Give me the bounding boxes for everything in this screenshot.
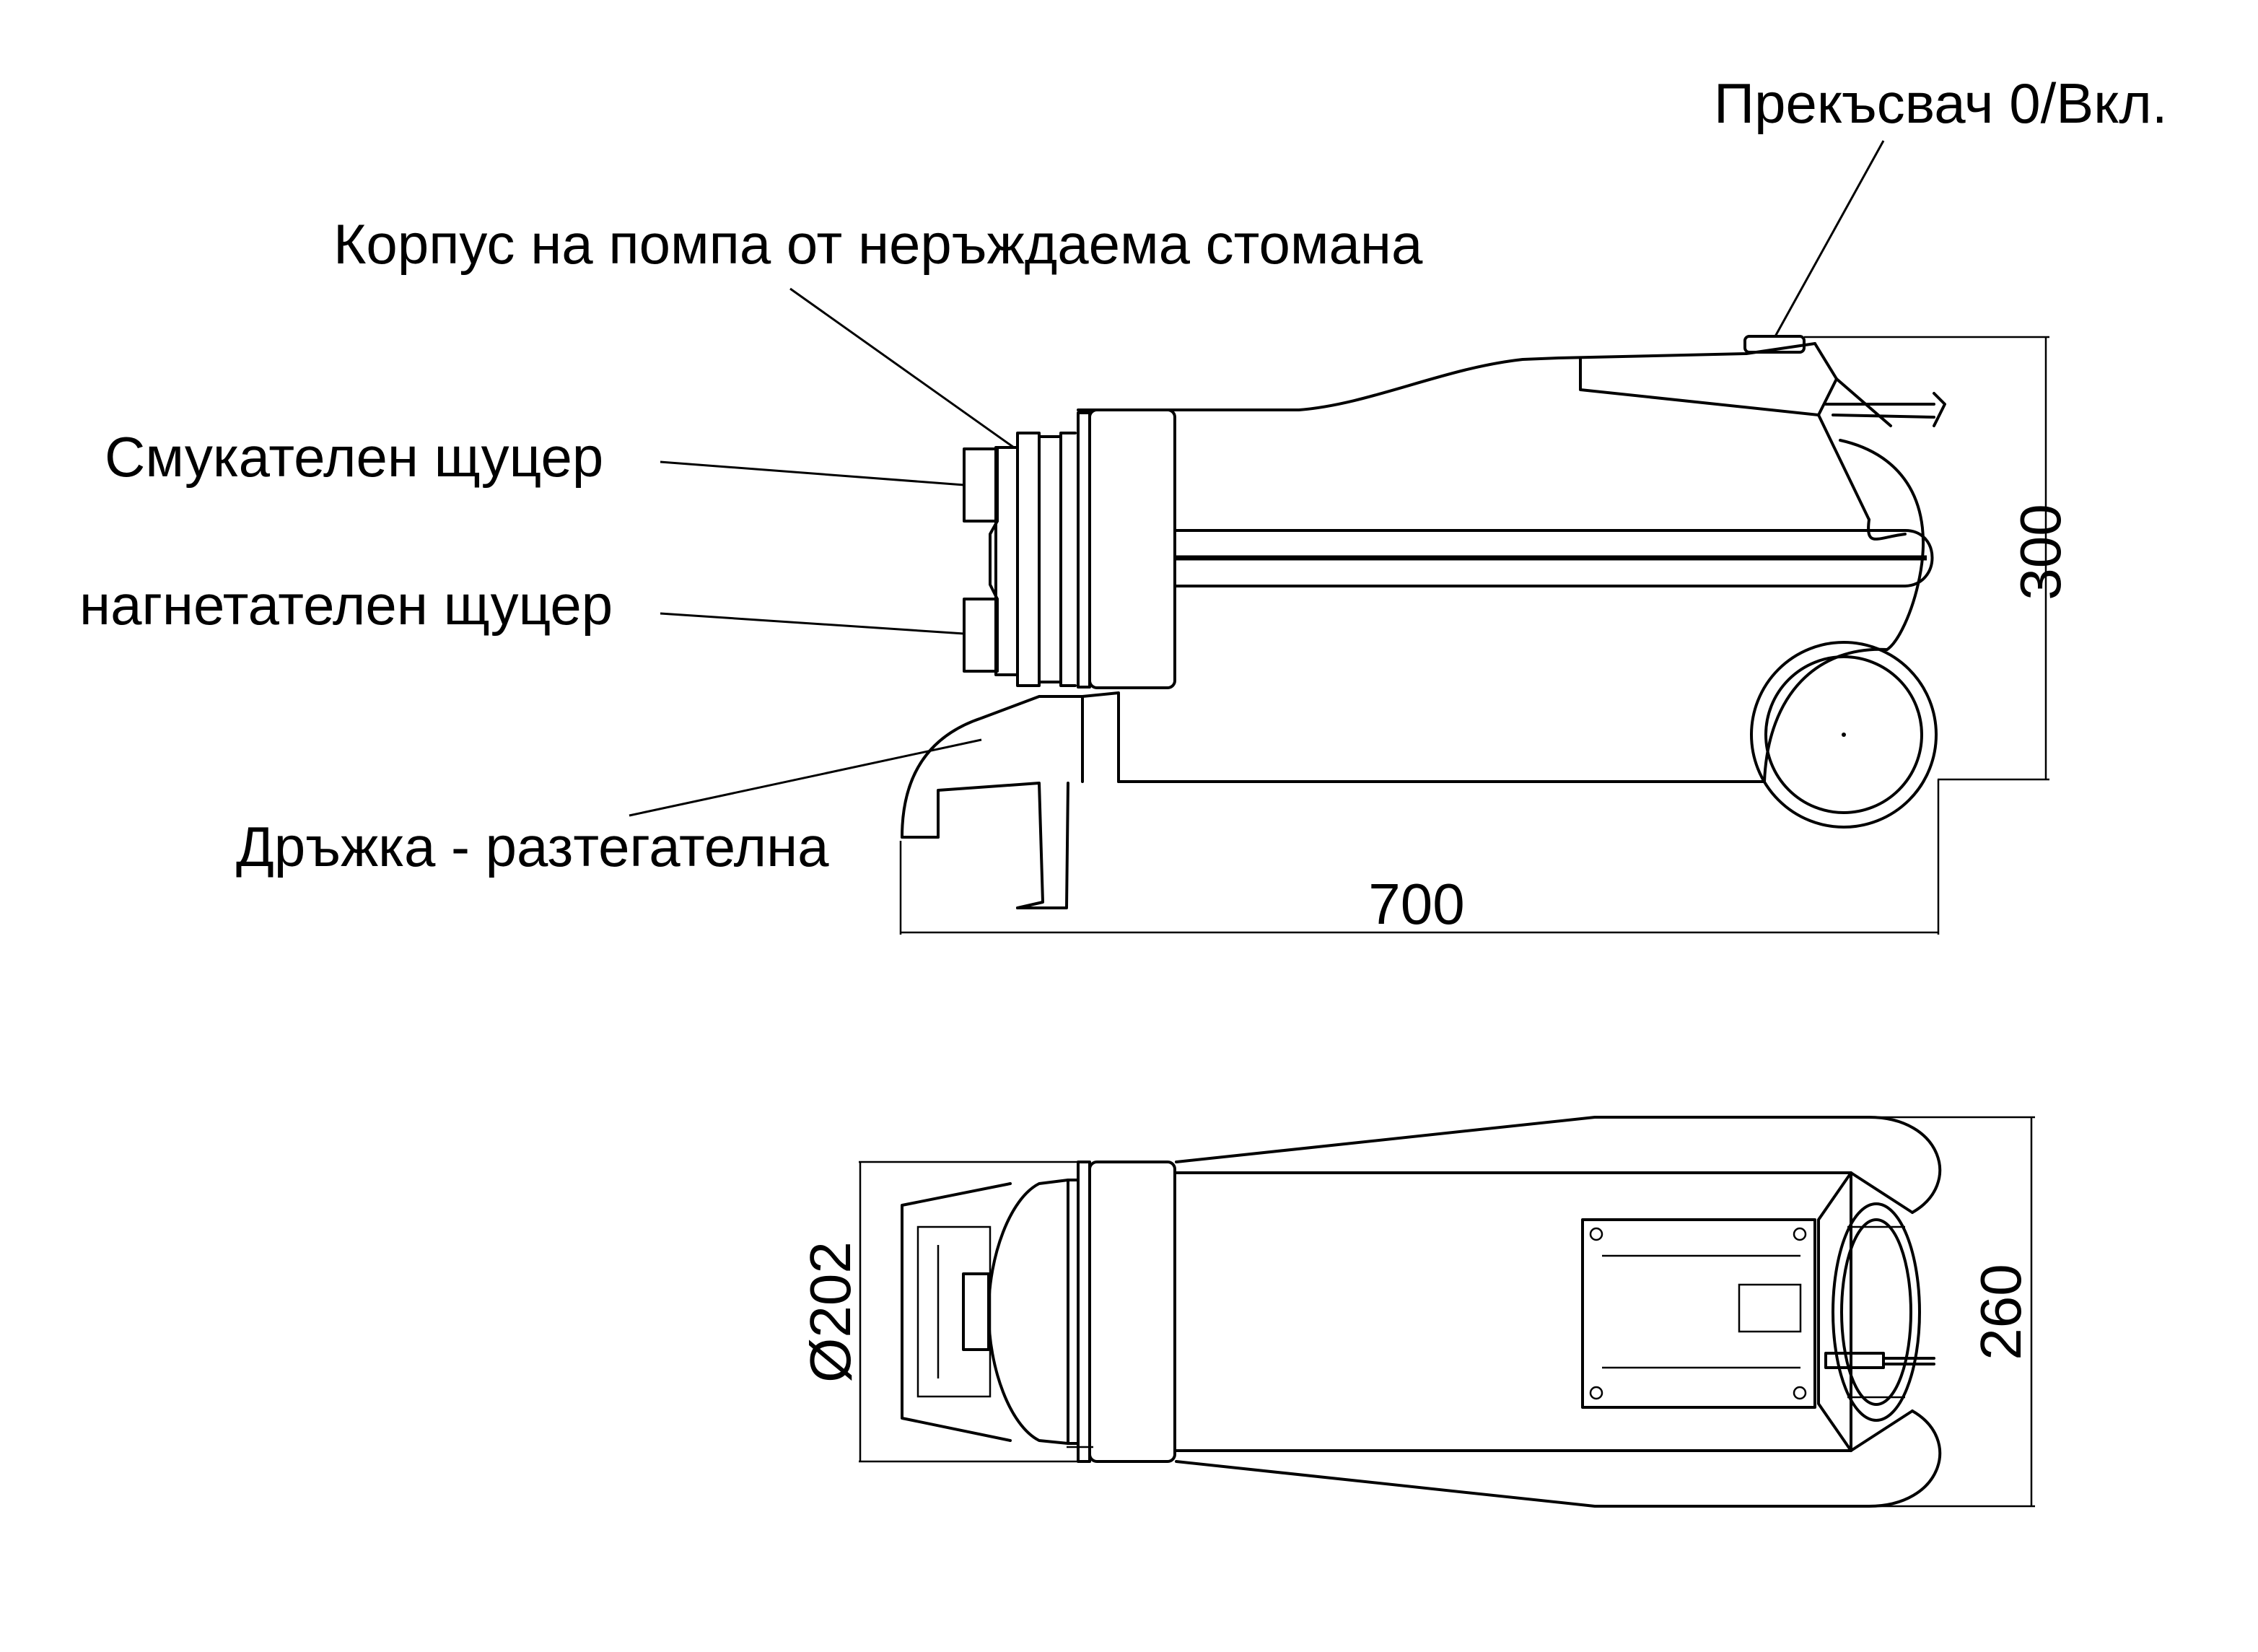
- top-body-outline: [1175, 1116, 1942, 1508]
- pump-housing: [1088, 408, 1176, 689]
- top-view: Ø202 260: [798, 1116, 2035, 1508]
- label-pump-housing: Корпус на помпа от неръждаема стомана: [333, 212, 1423, 276]
- dimension-width: [1869, 1116, 2035, 1508]
- leader-switch: [1774, 140, 1885, 337]
- dimension-length: [899, 779, 1940, 935]
- label-discharge-port: нагнетателен щуцер: [79, 573, 613, 637]
- label-suction-port: Смукателен щуцер: [105, 425, 603, 489]
- side-rail: [1175, 529, 1934, 587]
- pump-flange: [1038, 432, 1077, 687]
- side-view: 300 700: [629, 140, 2073, 936]
- height-dimension-value: 300: [2008, 504, 2073, 600]
- rear-bulge: [1839, 439, 1925, 651]
- pump-housing-top: [1088, 1161, 1176, 1463]
- telescopic-handle: [901, 691, 1120, 909]
- control-plate: [1581, 1218, 1816, 1409]
- power-cord: [1824, 392, 1946, 427]
- rear-wheel-top: [1832, 1202, 1921, 1422]
- leader-discharge: [660, 612, 965, 635]
- dimension-diameter: [859, 1161, 1090, 1463]
- leader-pump-housing: [789, 287, 1015, 449]
- length-dimension-value: 700: [1368, 872, 1464, 936]
- switch-knob: [1743, 335, 1806, 354]
- label-handle: Дръжка - разтегателна: [236, 815, 829, 878]
- body-top-contour: [1077, 342, 1816, 411]
- leader-handle: [629, 738, 982, 817]
- width-dimension-value: 260: [1969, 1264, 2033, 1360]
- leader-suction: [660, 460, 965, 486]
- discharge-port-shape: [963, 598, 999, 673]
- diameter-dimension-value: Ø202: [798, 1241, 862, 1383]
- wheel-inner: [1764, 655, 1923, 814]
- wheel-outer: [1750, 641, 1938, 829]
- label-switch: Прекъсвач 0/Вкл.: [1714, 71, 2168, 135]
- cord-top: [1824, 1352, 1935, 1369]
- suction-port-shape: [963, 447, 999, 523]
- dimension-height: [1804, 336, 2049, 781]
- wheel-hub: [1842, 733, 1846, 737]
- handle-frame-top: [901, 1179, 1069, 1445]
